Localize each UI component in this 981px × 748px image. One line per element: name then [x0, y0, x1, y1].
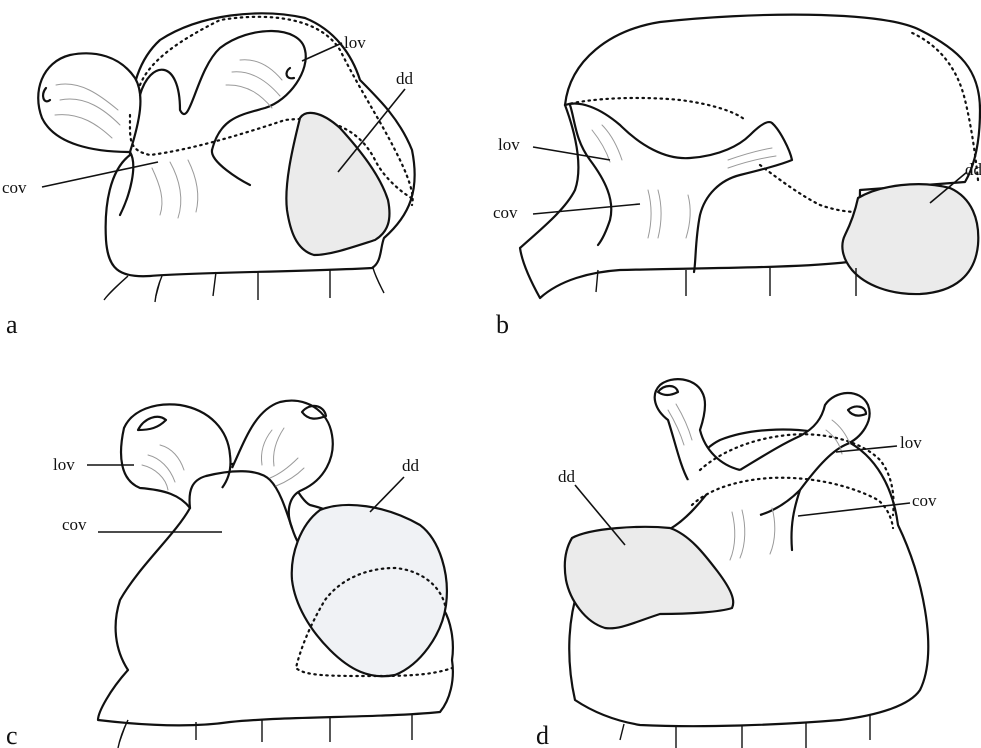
panel-d-letter: d	[536, 721, 549, 748]
panel-c: lov cov dd c	[6, 401, 453, 748]
panel-b-label-lov: lov	[498, 135, 520, 154]
panel-a-letter: a	[6, 310, 18, 339]
panel-b: lov cov dd b	[493, 15, 981, 339]
panel-a-label-dd: dd	[396, 69, 414, 88]
panel-c-leader-dd	[370, 477, 404, 512]
panel-a: lov dd cov a	[2, 13, 415, 339]
panel-d-label-cov: cov	[912, 491, 937, 510]
panel-a-label-cov: cov	[2, 178, 27, 197]
panel-d-label-dd: dd	[558, 467, 576, 486]
panel-b-label-cov: cov	[493, 203, 518, 222]
panel-d: dd lov cov d	[536, 379, 937, 748]
panel-c-label-lov: lov	[53, 455, 75, 474]
panel-c-label-cov: cov	[62, 515, 87, 534]
panel-a-left-lobe	[38, 53, 140, 152]
panel-b-ticks	[596, 268, 856, 296]
panel-c-letter: c	[6, 721, 18, 748]
panel-c-left-lobe	[121, 404, 230, 508]
panel-a-label-lov: lov	[344, 33, 366, 52]
panel-c-label-dd: dd	[402, 456, 420, 475]
panel-b-label-dd: dd	[965, 160, 981, 179]
panel-d-label-lov: lov	[900, 433, 922, 452]
panel-b-gland-dd	[842, 184, 978, 294]
panel-b-letter: b	[496, 310, 509, 339]
